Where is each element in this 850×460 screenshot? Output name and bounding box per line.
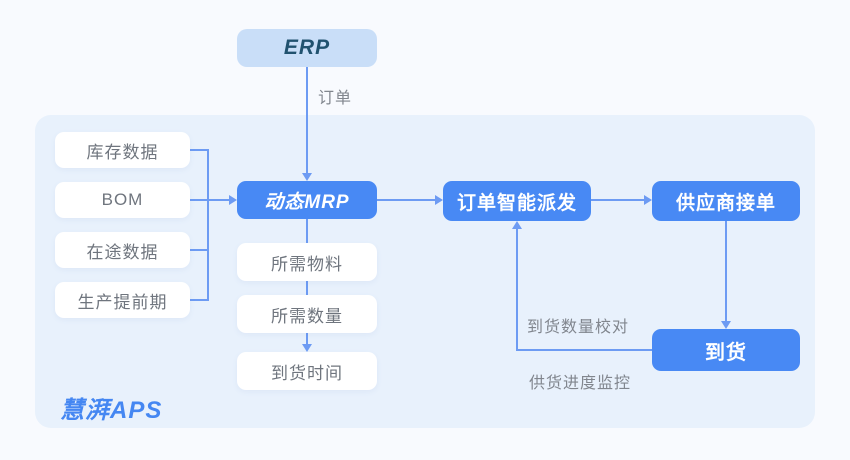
order-dispatch-node[interactable]: 订单智能派发 — [443, 181, 591, 221]
supplier-accept-node[interactable]: 供应商接单 — [652, 181, 800, 221]
output-required-quantity[interactable]: 所需数量 — [237, 295, 377, 333]
arrival-node[interactable]: 到货 — [652, 329, 800, 371]
dynamic-mrp-node[interactable]: 动态MRP — [237, 181, 377, 219]
input-in-transit-data[interactable]: 在途数据 — [55, 232, 190, 268]
output-arrival-time[interactable]: 到货时间 — [237, 352, 377, 390]
order-edge-label: 订单 — [318, 90, 353, 107]
erp-node[interactable]: ERP — [237, 29, 377, 67]
qty-check-edge-label: 到货数量校对 — [527, 319, 630, 336]
brand-logo: 慧湃APS — [60, 397, 163, 424]
input-production-lead-time[interactable]: 生产提前期 — [55, 282, 190, 318]
progress-monitor-edge-label: 供货进度监控 — [529, 375, 632, 392]
input-inventory-data[interactable]: 库存数据 — [55, 132, 190, 168]
input-bom[interactable]: BOM — [55, 182, 190, 218]
output-required-materials[interactable]: 所需物料 — [237, 243, 377, 281]
